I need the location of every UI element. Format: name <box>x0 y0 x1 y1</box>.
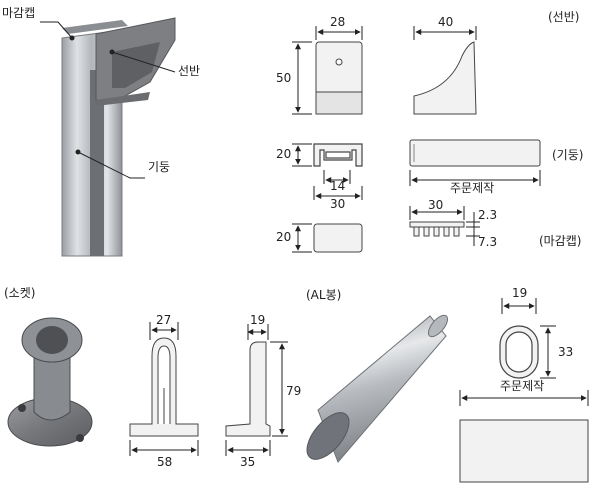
al-rod-photo <box>306 314 449 463</box>
shelf-side-dims <box>413 26 477 40</box>
socket-side-dims <box>225 324 288 456</box>
section-label-socket: (소켓) <box>4 286 36 300</box>
dim-column-inner-width: 14 <box>330 179 346 193</box>
callout-shelf: 선반 <box>178 64 201 78</box>
column-long-drawing <box>409 139 541 167</box>
dim-socket-base-width: 58 <box>157 455 173 469</box>
dim-column-length: 주문제작 <box>450 181 495 195</box>
shelf-front-drawing <box>315 41 363 115</box>
shelf-side-drawing <box>413 41 477 115</box>
dim-cap-height: 20 <box>276 230 292 244</box>
dim-rod-length: 주문제작 <box>500 379 545 393</box>
dim-column-outer-width: 30 <box>330 197 346 211</box>
callout-end-cap: 마감캡 <box>2 6 36 20</box>
end-cap-front-dims <box>292 223 312 253</box>
dim-shelf-height: 50 <box>276 71 292 85</box>
section-label-al-rod: (AL봉) <box>306 288 342 302</box>
end-cap-front-drawing <box>313 223 363 253</box>
dim-shelf-front-width: 28 <box>330 15 346 29</box>
dim-rod-width: 19 <box>512 286 528 300</box>
dim-cap-top-thickness: 2.3 <box>478 208 498 222</box>
dim-rod-height: 33 <box>558 345 574 359</box>
section-label-column: (기둥) <box>552 148 584 162</box>
dim-socket-side-top: 19 <box>250 313 266 327</box>
al-rod-section-drawing <box>499 325 539 379</box>
photo-callout-lines <box>40 21 176 179</box>
dim-column-height: 20 <box>276 147 292 161</box>
dim-socket-height: 79 <box>286 384 302 398</box>
column-shelf-photo <box>0 0 270 262</box>
column-long-dims <box>409 170 541 186</box>
shelf-front-dims <box>292 26 363 115</box>
section-label-shelf: (선반) <box>548 10 580 24</box>
end-cap-side-dims <box>409 206 480 246</box>
socket-front-drawing <box>129 337 199 437</box>
callout-column: 기둥 <box>148 160 171 174</box>
socket-photo <box>7 317 93 447</box>
al-rod-long-dims <box>459 390 589 406</box>
al-rod-long-drawing <box>459 419 589 483</box>
dim-cap-depth: 7.3 <box>478 235 498 249</box>
dim-cap-width: 30 <box>428 198 444 212</box>
column-section-drawing <box>313 143 363 167</box>
dim-socket-inner-width: 27 <box>156 313 172 327</box>
column-section-dims <box>292 143 363 200</box>
dim-socket-side-base: 35 <box>240 455 256 469</box>
socket-side-drawing <box>225 341 271 437</box>
socket-front-dims <box>129 322 199 456</box>
end-cap-side-drawing <box>409 221 465 237</box>
al-rod-section-dims <box>501 298 556 379</box>
dim-shelf-side-width: 40 <box>438 15 454 29</box>
section-label-end-cap: (마감캡) <box>539 234 582 248</box>
